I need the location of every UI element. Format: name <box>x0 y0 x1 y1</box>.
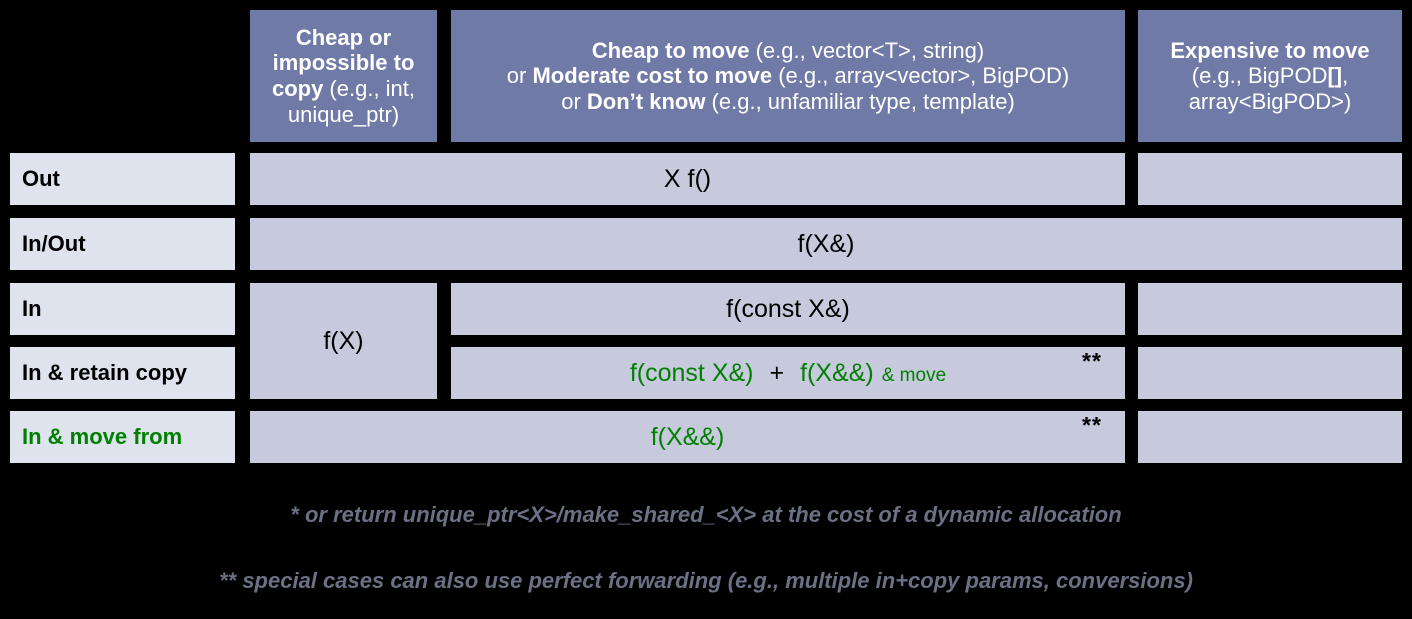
header-col2-line2-bold: Moderate cost to move <box>532 63 773 89</box>
header-col3-line1-bold: Expensive to move <box>1170 37 1370 63</box>
cell-in-retain-copy-a: f(const X&) <box>629 358 754 387</box>
cell-out-value: X f() <box>250 153 1125 205</box>
row-label-inout-text: In/Out <box>22 231 86 257</box>
cell-inout-value: f(X&) <box>250 218 1402 270</box>
header-expensive-to-move: Expensive to move (e.g., BigPOD[], array… <box>1138 10 1402 142</box>
cell-in-retain-copy-expensive-empty <box>1138 347 1402 399</box>
header-col2-line1-bold: Cheap to move <box>591 37 750 63</box>
header-col2-line2-rest: (e.g., array<vector>, BigPOD) <box>772 63 1070 89</box>
cell-in-retain-copy-b-suffix: & move <box>881 364 947 386</box>
cell-in-expensive-empty <box>1138 283 1402 335</box>
cell-in-move-from-value-text: f(X&&) <box>650 422 725 451</box>
cell-in-retain-copy-plus: + <box>769 358 785 387</box>
header-corner-cell <box>10 10 235 133</box>
row-label-in-retain-copy-text: In & retain copy <box>22 360 188 386</box>
cell-in-value-text: f(const X&) <box>726 294 850 323</box>
cell-in-move-from-expensive-empty <box>1138 411 1402 463</box>
header-cheap-to-move: Cheap to move (e.g., vector<T>, string) … <box>451 10 1125 142</box>
header-col3-line2-rest: , <box>1342 63 1349 89</box>
row-label-in-move-from: In & move from <box>10 411 235 463</box>
cell-fx-text: f(X) <box>323 326 364 355</box>
cell-fx-merged: f(X) <box>250 283 437 399</box>
header-col2-line3-rest: (e.g., unfamiliar type, template) <box>705 88 1015 114</box>
row-label-in-move-from-text: In & move from <box>22 424 183 450</box>
row-label-in: In <box>10 283 235 335</box>
cell-out-expensive-empty <box>1138 153 1402 205</box>
header-col1-bold: Cheap or impossible to copy <box>271 24 415 101</box>
header-col3-line3: array<BigPOD>) <box>1188 88 1352 114</box>
cell-in-retain-copy-value: f(const X&) + f(X&&) & move <box>451 347 1125 399</box>
footnote-marker-in-move-from: ** <box>1082 412 1102 438</box>
footnote-single-star: * or return unique_ptr<X>/make_shared_<X… <box>290 502 1122 527</box>
footnote-double-star: ** special cases can also use perfect fo… <box>219 568 1193 593</box>
footnote-marker-in-retain-copy: ** <box>1082 348 1102 374</box>
row-label-inout: In/Out <box>10 218 235 270</box>
header-col1-rest: (e.g., int, unique_ptr) <box>287 76 416 127</box>
cell-inout-value-text: f(X&) <box>797 229 855 258</box>
header-col2-line3-bold: Don’t know <box>586 88 706 114</box>
cell-in-retain-copy-b: f(X&&) <box>800 358 874 387</box>
header-col3-line2: (e.g., BigPOD <box>1191 63 1328 89</box>
header-cheap-or-impossible-to-copy: Cheap or impossible to copy (e.g., int, … <box>250 10 437 142</box>
header-col3-line2-bold: [] <box>1327 63 1343 89</box>
cell-in-value: f(const X&) <box>451 283 1125 335</box>
row-label-in-retain-copy: In & retain copy <box>10 347 235 399</box>
cell-in-move-from-value: f(X&&) <box>250 411 1125 463</box>
header-col2-line3-prefix: or <box>561 88 587 114</box>
row-label-out: Out <box>10 153 235 205</box>
header-col2-line1-rest: (e.g., vector<T>, string) <box>749 37 985 63</box>
row-label-in-text: In <box>22 296 42 322</box>
cell-out-value-text: X f() <box>663 164 712 193</box>
row-label-out-text: Out <box>22 166 60 192</box>
header-col2-line2-prefix: or <box>506 63 533 89</box>
